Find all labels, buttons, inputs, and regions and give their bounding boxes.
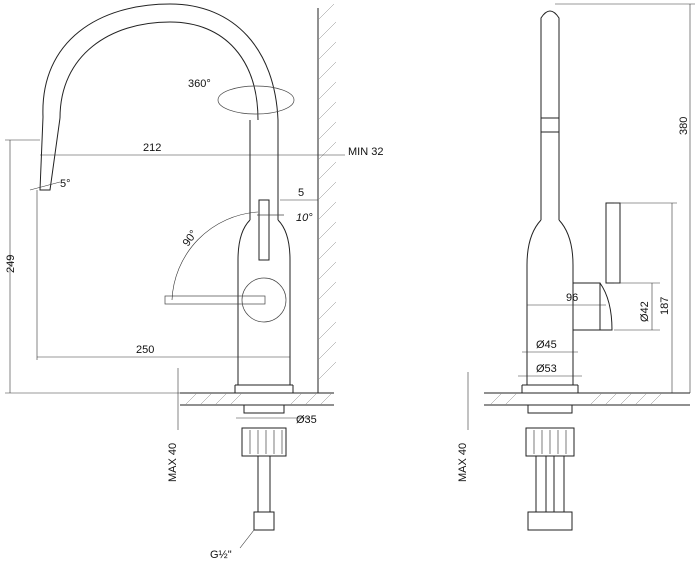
base-diameter-label: Ø35	[296, 414, 317, 426]
front-view: 360° 90° 10° G½"	[5, 3, 383, 561]
lever-vertical	[258, 199, 270, 261]
shank-fitting	[241, 427, 287, 457]
lever-horizontal	[164, 295, 266, 305]
side-lever-base	[599, 282, 613, 331]
lever-tilt-label: 10°	[296, 212, 313, 224]
side-view: 380 187 Ø42 96 Ø45 Ø53 MAX 40	[457, 3, 695, 531]
shank-ribs	[249, 430, 283, 454]
hose-connector	[253, 511, 275, 531]
spout-tip	[39, 116, 61, 191]
side-body-right	[558, 219, 574, 283]
rotation-ellipse	[217, 85, 295, 115]
spout-angle-label: 5°	[60, 178, 71, 190]
body-lower	[237, 219, 291, 386]
overall-reach-label: 250	[136, 344, 154, 356]
side-countertop-hatching	[489, 392, 663, 406]
side-shank-fitting	[525, 427, 575, 457]
thread-label: G½"	[210, 549, 232, 561]
offset-label: 5	[298, 187, 304, 199]
lever-pivot	[241, 277, 287, 323]
wall-hatching	[317, 3, 337, 381]
lever-length-label: 96	[566, 292, 578, 304]
angle-5-line	[29, 181, 61, 191]
side-lever	[605, 202, 621, 284]
lever-diameter-label: Ø42	[639, 301, 651, 322]
shank-nut	[243, 404, 285, 414]
side-shank-nut	[527, 404, 573, 414]
lever-height-label: 187	[659, 297, 671, 315]
total-height-label: 380	[678, 117, 690, 135]
side-body	[526, 219, 601, 386]
side-spout	[540, 10, 560, 220]
lever-swing-label: 90°	[181, 228, 200, 249]
countertop-hatching	[184, 392, 333, 406]
base-plate-label: Ø53	[536, 363, 557, 375]
thread-leader	[239, 529, 255, 549]
spout-reach-label: 212	[143, 142, 161, 154]
spout-inner	[59, 21, 259, 121]
spout-outer	[42, 3, 279, 121]
max-thickness-label: MAX 40	[167, 443, 179, 482]
side-max-thickness-label: MAX 40	[457, 443, 469, 482]
side-hose-connectors	[527, 511, 573, 531]
height-label: 249	[5, 255, 17, 273]
side-shank-ribs	[533, 430, 567, 454]
body-diameter-label: Ø45	[536, 339, 557, 351]
lever-swing-arc	[171, 211, 259, 301]
wall-clearance-label: MIN 32	[348, 146, 383, 158]
rotation-label: 360°	[188, 78, 211, 90]
